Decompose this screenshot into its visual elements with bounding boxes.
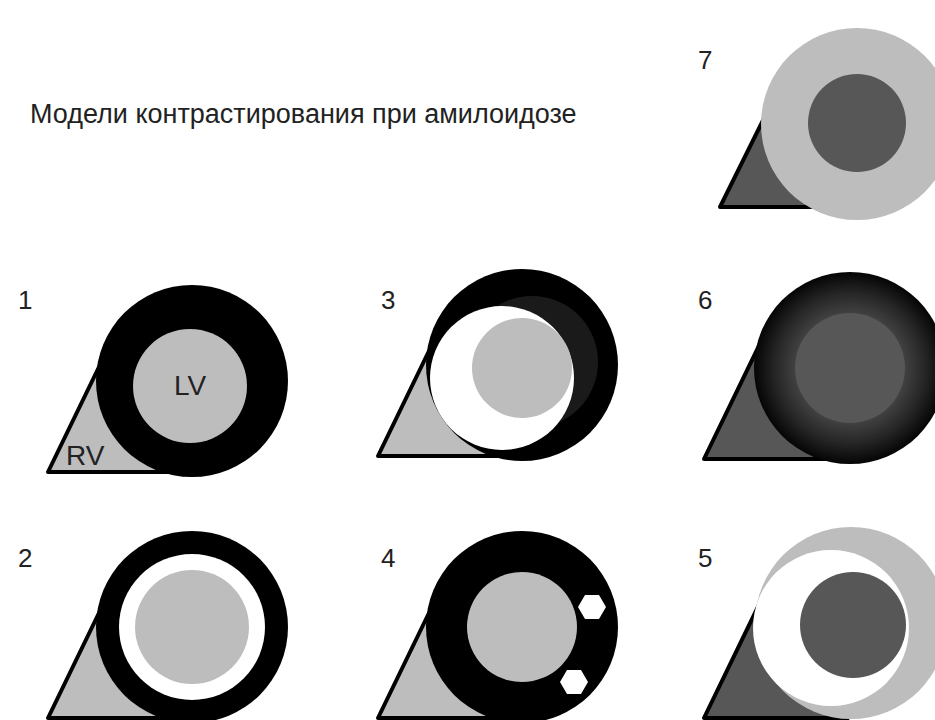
diffuse-enhancement-ring bbox=[754, 272, 935, 464]
lv-cavity bbox=[808, 74, 906, 172]
myocardium-ring bbox=[96, 531, 288, 720]
myocardium-ring bbox=[426, 269, 618, 461]
lv-cavity bbox=[472, 318, 572, 418]
lv-circle: LV bbox=[133, 329, 247, 443]
model-number: 4 bbox=[381, 544, 395, 573]
node-text: LV bbox=[174, 371, 206, 402]
enhancement-crescent bbox=[430, 306, 574, 450]
node-text: RV bbox=[66, 441, 109, 472]
model-number: 7 bbox=[698, 46, 712, 75]
transmural-enhancement-ring bbox=[761, 28, 935, 220]
focal-enhancement-hexagon bbox=[560, 670, 588, 694]
myocardium-ring bbox=[96, 285, 288, 477]
diagram-title: Модели контрастирования при амилоидозе bbox=[30, 100, 577, 130]
subendocardial-ring bbox=[119, 554, 265, 700]
lv-cavity bbox=[795, 313, 905, 423]
rv-region: RV bbox=[66, 441, 109, 474]
focal-enhancement-hexagon bbox=[578, 595, 606, 619]
model-number: 3 bbox=[381, 286, 395, 315]
model-number: 1 bbox=[18, 286, 32, 315]
lv-cavity bbox=[135, 570, 249, 684]
inner-enhancement-ring bbox=[753, 550, 909, 706]
lv-cavity bbox=[800, 572, 906, 678]
model-number: 6 bbox=[698, 286, 712, 315]
lv-cavity bbox=[133, 329, 247, 443]
lv-cavity bbox=[467, 572, 577, 682]
myocardium-ring bbox=[426, 531, 618, 720]
model-number: 2 bbox=[18, 544, 32, 573]
model-number: 5 bbox=[698, 544, 712, 573]
